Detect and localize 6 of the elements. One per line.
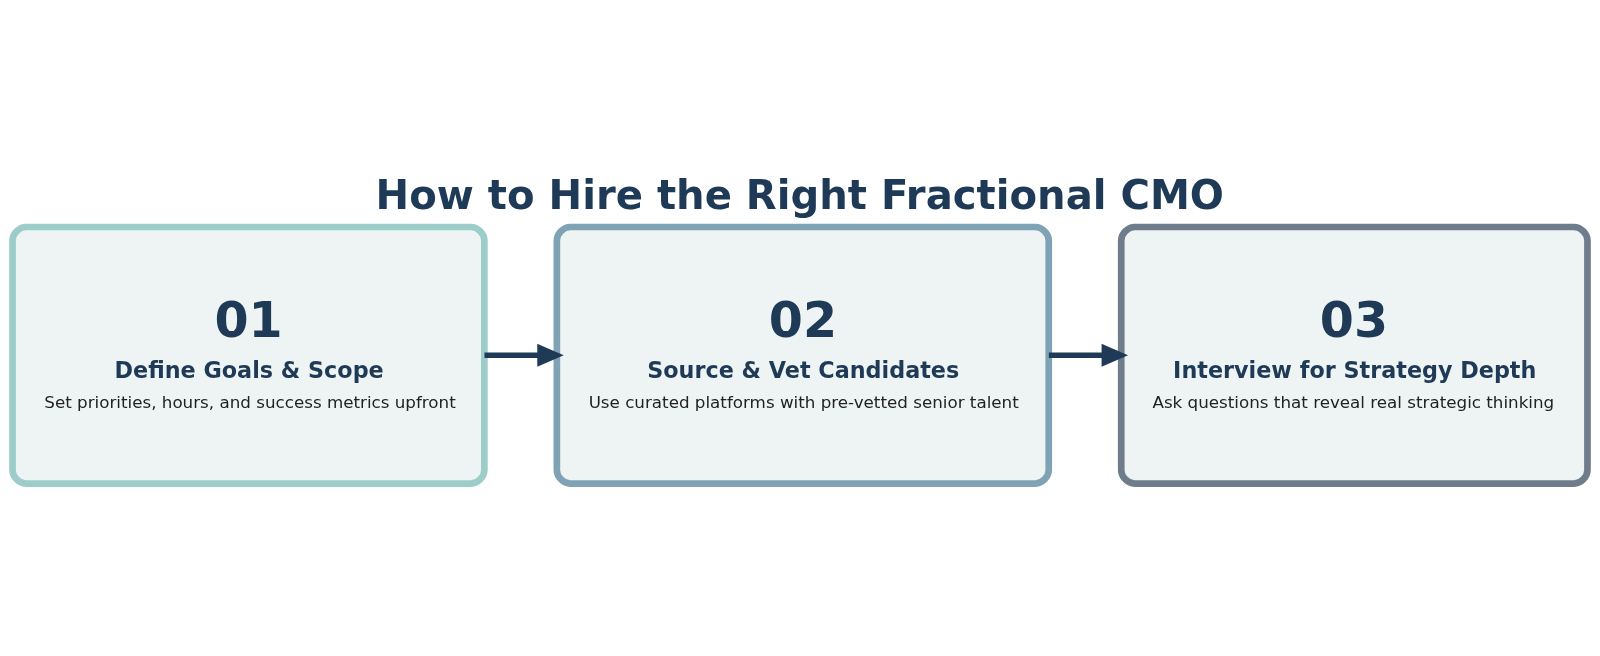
arrow [1048,343,1129,367]
node-box: 01 Define Goals & Scope Set priorities, hours, and success metrics upfront [9,223,488,487]
arrow [484,343,564,367]
node-box: 03 Interview for Strategy Depth Ask questions that reveal real strategic thinking [1117,223,1591,487]
node-box: 02 Source & Vet Candidates Use curated platforms with pre-vetted senior talent [553,223,1053,487]
diagram-title: How to Hire the Right Fractional CMO [375,171,1224,218]
